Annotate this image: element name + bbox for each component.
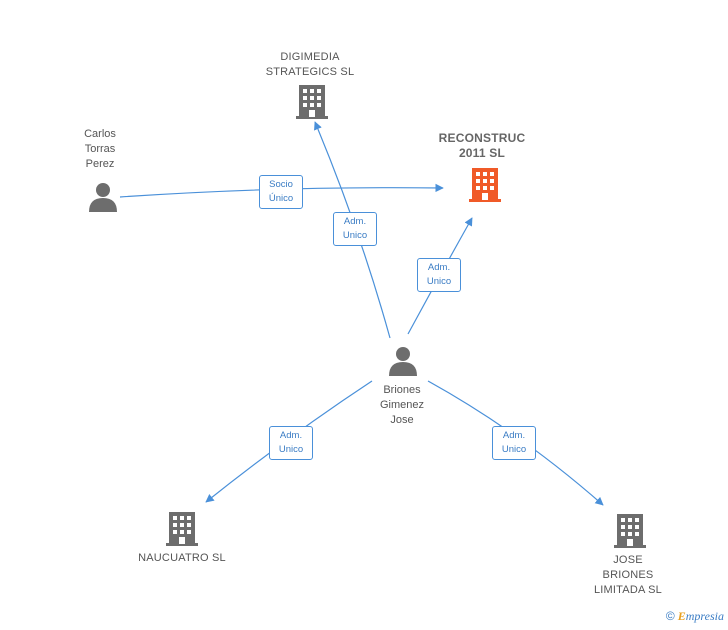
relation-adm-unico-jose-briones[interactable]: Adm. Unico: [492, 426, 536, 460]
relation-socio-unico[interactable]: Socio Único: [259, 175, 303, 209]
building-icon[interactable]: [614, 514, 646, 548]
brand-initial: E: [677, 609, 686, 623]
person-icon[interactable]: [388, 346, 418, 376]
node-label-digimedia[interactable]: DIGIMEDIA STRATEGICS SL: [265, 51, 355, 78]
node-label-carlos[interactable]: Carlos Torras Perez: [84, 128, 116, 170]
building-icon[interactable]: [166, 512, 198, 546]
copyright-symbol: ©: [665, 609, 675, 623]
building-icon[interactable]: [469, 168, 501, 202]
building-icon[interactable]: [296, 85, 328, 119]
node-label-reconstruc[interactable]: RECONSTRUC 2011 SL: [438, 131, 526, 160]
relation-adm-unico-naucuatro[interactable]: Adm. Unico: [269, 426, 313, 460]
node-label-naucuatro[interactable]: NAUCUATRO SL: [138, 552, 226, 564]
node-label-jose-briones[interactable]: JOSE BRIONES LIMITADA SL: [593, 554, 663, 596]
brand-name: mpresia: [685, 609, 724, 623]
node-label-briones[interactable]: Briones Gimenez Jose: [379, 384, 425, 426]
person-icon[interactable]: [88, 182, 118, 212]
relation-adm-unico-reconstruc[interactable]: Adm. Unico: [417, 258, 461, 292]
relation-adm-unico-digimedia[interactable]: Adm. Unico: [333, 212, 377, 246]
brand-logo: ©Empresia: [666, 609, 724, 624]
